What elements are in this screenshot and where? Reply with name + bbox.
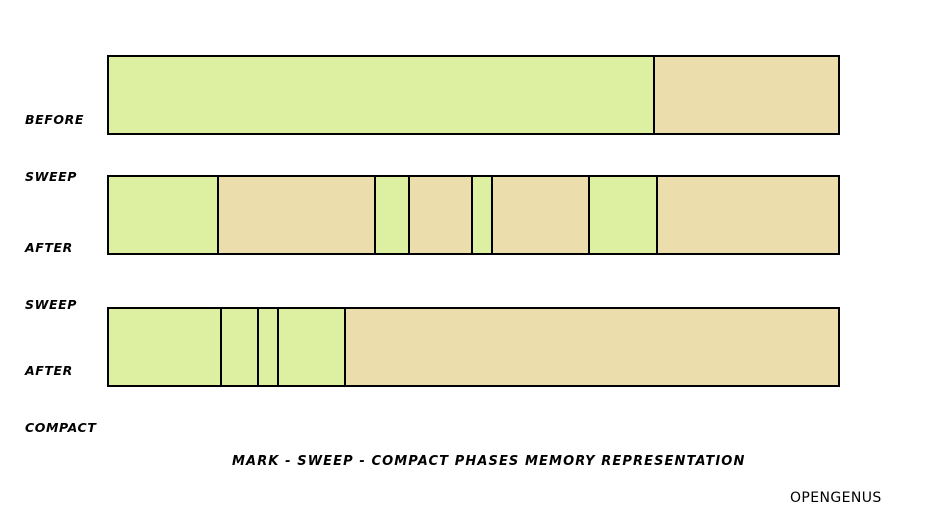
row-label-line2: COMPACT — [25, 420, 97, 435]
memory-segment-live-object — [222, 309, 260, 385]
memory-segment-live-object — [375, 177, 411, 253]
diagram-caption: MARK - SWEEP - COMPACT PHASES MEMORY REP… — [232, 454, 746, 469]
memory-bar-before-sweep — [107, 55, 840, 135]
memory-segment-live-object — [279, 309, 346, 385]
row-label-before-sweep: BEFORE SWEEP — [25, 72, 84, 224]
memory-bar-after-sweep — [107, 175, 840, 255]
watermark-opengenus: OPENGENUS — [790, 490, 882, 506]
row-label-line1: AFTER — [25, 240, 73, 255]
row-label-line2: SWEEP — [25, 169, 78, 184]
row-label-after-compact: AFTER COMPACT — [25, 323, 96, 475]
memory-segment-live-object — [109, 177, 220, 253]
row-label-line2: SWEEP — [25, 297, 78, 312]
memory-segment-free-space — [219, 177, 376, 253]
memory-segment-live-object — [259, 309, 280, 385]
memory-segment-live-object — [473, 177, 493, 253]
row-label-line1: AFTER — [25, 363, 73, 378]
memory-bar-after-compact — [107, 307, 840, 387]
memory-segment-live-object — [109, 57, 655, 133]
memory-segment-free-space — [655, 57, 838, 133]
memory-segment-free-space — [345, 309, 838, 385]
memory-segment-free-space — [658, 177, 839, 253]
memory-segment-free-space — [492, 177, 591, 253]
row-label-after-sweep: AFTER SWEEP — [25, 200, 77, 352]
row-label-line1: BEFORE — [25, 112, 84, 127]
memory-segment-free-space — [410, 177, 473, 253]
memory-segment-live-object — [590, 177, 659, 253]
memory-segment-live-object — [109, 309, 223, 385]
